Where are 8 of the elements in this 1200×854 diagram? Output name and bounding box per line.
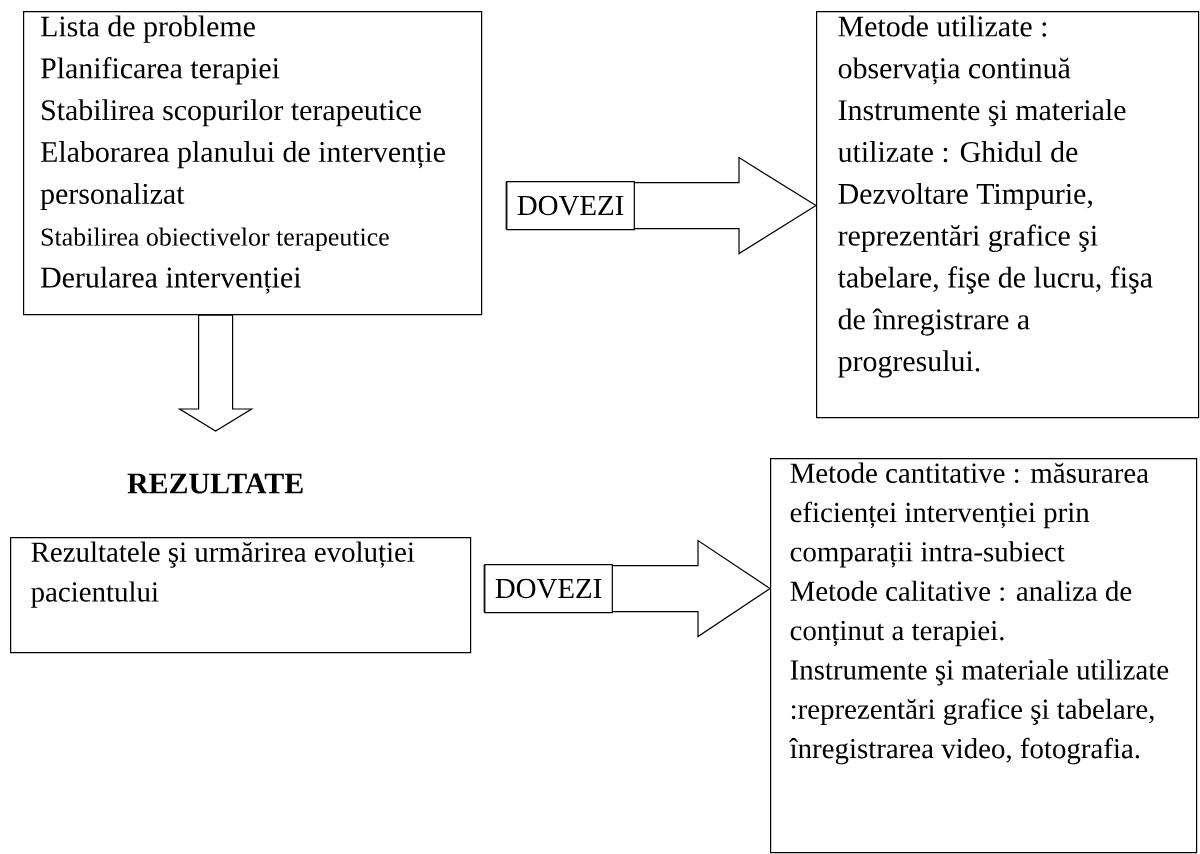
- edge-label: DOVEZI: [506, 181, 635, 231]
- process-box: Rezultatele şi urmărirea evoluției pacientului: [10, 537, 472, 654]
- edge-label: DOVEZI: [484, 564, 613, 614]
- process-box: Metode cantitative : măsurarea eficienței intervenției prin comparații intra-subiect Metode calitative : analiza de conținut a terapiei. Instrumente şi materiale utilizate :reprezentări grafice şi tabelare, înregistrarea video, fotografia.: [770, 458, 1198, 854]
- block-arrow: [177, 314, 254, 432]
- heading-text: REZULTATE: [127, 473, 303, 494]
- process-box: Lista de probleme Planificarea terapiei Stabilirea scopurilor terapeutice Elaborarea planului de intervenție personalizat Stabilirea obiectivelor terapeutice Derularea intervenției: [23, 11, 483, 316]
- process-box: Metode utilizate : observația continuă Instrumente şi materiale utilizate : Ghidul de Dezvoltare Timpurie, reprezentări grafice şi tabelare, fişe de lucru, fişa de înregistrare a progresului.: [816, 11, 1200, 419]
